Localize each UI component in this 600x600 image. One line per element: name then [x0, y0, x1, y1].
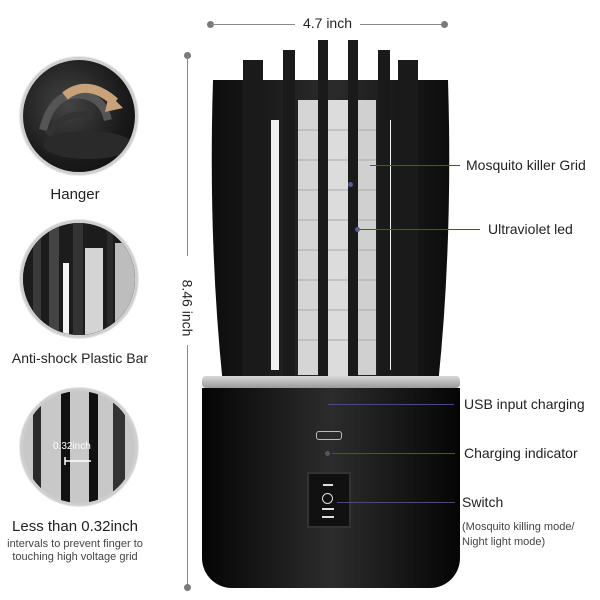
- callout-usb-charging: USB input charging: [464, 396, 585, 412]
- switch-top-mark: [323, 484, 333, 486]
- width-dimension-label: 4.7 inch: [302, 15, 353, 31]
- width-dim-line-right: [360, 24, 444, 25]
- callout-dot-uv: [355, 227, 360, 232]
- width-dim-end: [441, 21, 448, 28]
- height-dim-start: [184, 52, 191, 59]
- hanger-caption: Hanger: [50, 186, 100, 203]
- callout-line-indicator: [332, 453, 455, 454]
- callout-switch: Switch: [462, 494, 504, 510]
- switch-note-2: Night light mode): [462, 536, 546, 548]
- plastic-bar-icon: [23, 223, 135, 335]
- usb-port-icon: [316, 431, 342, 440]
- callout-mosquito-grid: Mosquito killer Grid: [466, 157, 586, 173]
- switch-mid-mark: [322, 493, 333, 504]
- grid-spacing-icon: [23, 391, 135, 503]
- anti-shock-caption: Anti-shock Plastic Bar: [11, 350, 149, 366]
- callout-line-switch: [337, 502, 455, 503]
- hanger-image: [20, 57, 138, 175]
- height-dimension-label: 8.46 inch: [179, 279, 196, 337]
- spacing-caption: Less than 0.32inch: [12, 518, 138, 535]
- spacing-subtext-1: intervals to prevent finger to: [7, 538, 143, 550]
- spacing-inset-label: 0.32inch: [53, 441, 91, 452]
- switch-note-1: (Mosquito killing mode/: [462, 521, 575, 533]
- spacing-image: 0.32inch: [20, 388, 138, 506]
- hanger-rotate-icon: [39, 83, 133, 159]
- callout-ultraviolet-led: Ultraviolet led: [488, 221, 573, 237]
- height-dim-line-top: [187, 56, 188, 256]
- width-dim-line-left: [211, 24, 295, 25]
- height-dim-end: [184, 584, 191, 591]
- width-dim-start: [207, 21, 214, 28]
- charging-indicator-led: [325, 451, 330, 456]
- lamp-cage: [203, 40, 458, 385]
- height-dim-line-bottom: [187, 345, 188, 585]
- anti-shock-image: [20, 220, 138, 338]
- power-switch[interactable]: [307, 472, 351, 528]
- switch-bottom-mark: [322, 508, 334, 518]
- callout-line-usb: [328, 404, 454, 405]
- callout-line-uv: [360, 229, 480, 230]
- callout-charging-indicator: Charging indicator: [464, 445, 578, 461]
- silver-ring: [202, 376, 460, 388]
- callout-dot-grid: [348, 182, 353, 187]
- callout-line-grid: [370, 165, 460, 166]
- spacing-subtext-2: touching high voltage grid: [12, 551, 138, 563]
